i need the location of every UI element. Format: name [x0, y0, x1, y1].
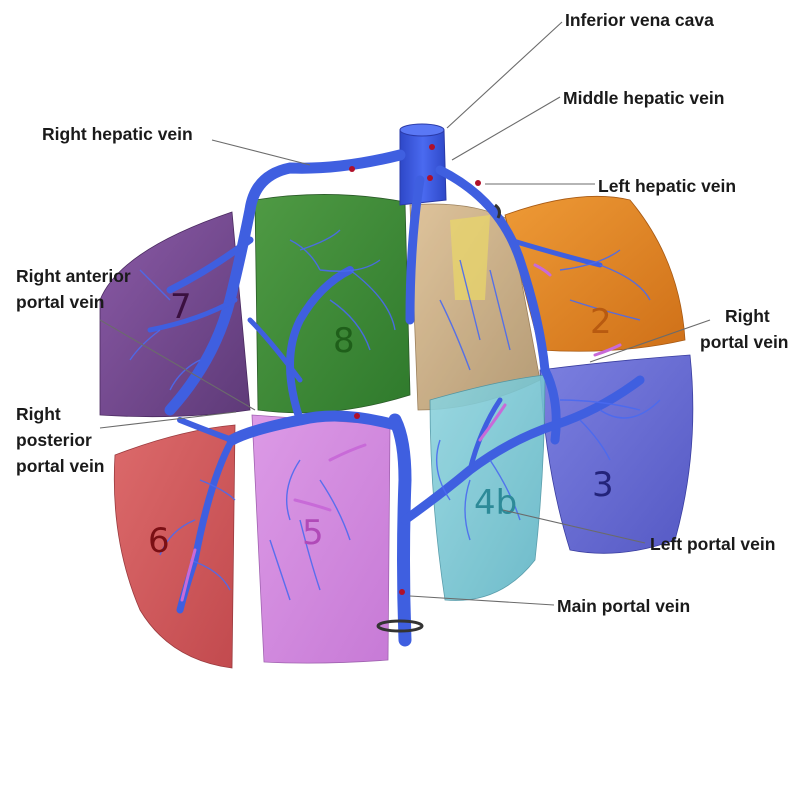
label-right-posterior-portal-vein-line3: portal vein	[16, 456, 105, 476]
segment-label-4b: 4b	[474, 483, 517, 523]
label-right-posterior-portal-vein-line2: posterior	[16, 430, 92, 450]
label-right-hepatic-vein: Right hepatic vein	[42, 124, 193, 144]
callout-labels: Inferior vena cava Middle hepatic vein R…	[16, 10, 789, 616]
label-right-portal-vein-line1: Right	[725, 306, 770, 326]
ivc-shape	[399, 125, 447, 206]
segment-label-6: 6	[148, 521, 170, 561]
segment-label-7: 7	[170, 287, 192, 327]
segment-label-8: 8	[333, 321, 355, 361]
label-right-anterior-portal-vein-line1: Right anterior	[16, 266, 131, 286]
label-middle-hepatic-vein: Middle hepatic vein	[563, 88, 724, 108]
segment-label-3: 3	[592, 465, 614, 505]
label-right-portal-vein-line2: portal vein	[700, 332, 789, 352]
segment-8	[254, 194, 411, 414]
vein-system	[129, 123, 661, 647]
label-left-portal-vein: Left portal vein	[650, 534, 775, 554]
label-left-hepatic-vein: Left hepatic vein	[598, 176, 736, 196]
label-right-anterior-portal-vein-line2: portal vein	[16, 292, 105, 312]
vessel-markers	[349, 144, 481, 595]
leader-lines	[99, 21, 711, 606]
segment-labels: 7 8 2 3 6 5 4b	[148, 287, 614, 561]
label-main-portal-vein: Main portal vein	[557, 596, 690, 616]
segment-5	[251, 414, 391, 664]
segment-4b	[429, 374, 546, 601]
segment-label-5: 5	[302, 513, 324, 553]
segment-6	[113, 424, 236, 669]
label-right-posterior-portal-vein-line1: Right	[16, 404, 61, 424]
label-inferior-vena-cava: Inferior vena cava	[565, 10, 714, 30]
segment-label-2: 2	[590, 302, 612, 342]
